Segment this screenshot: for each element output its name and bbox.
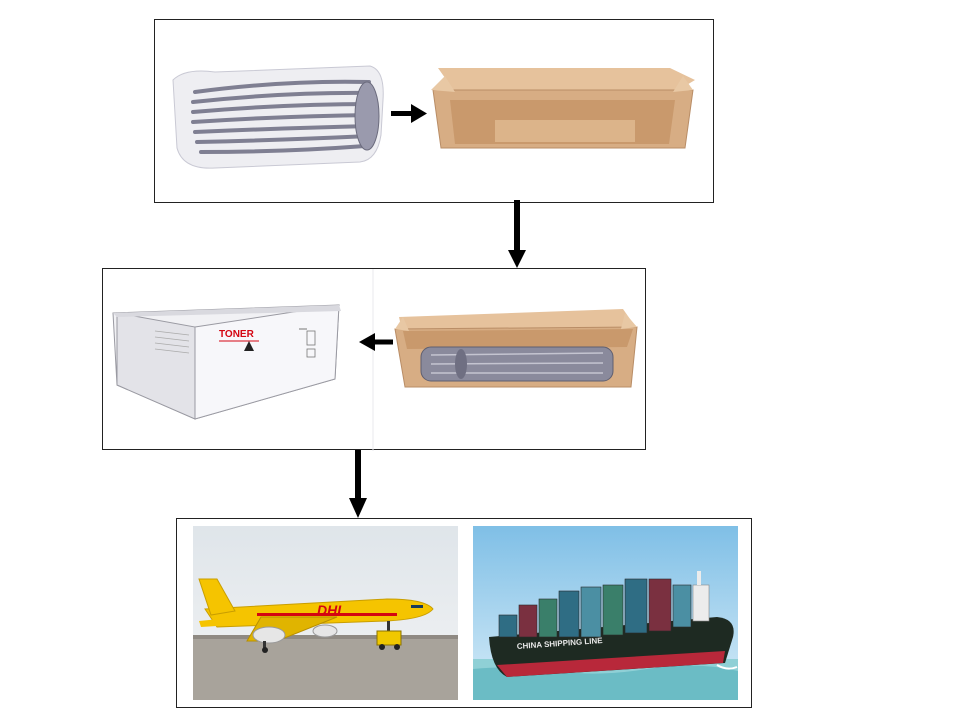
- container-ship: CHINA SHIPPING LINE: [473, 526, 738, 700]
- retail-toner-box: TONER: [112, 304, 341, 420]
- arrow-right-icon: [391, 104, 427, 123]
- stage-2-frame: TONER: [102, 268, 646, 451]
- dhl-cargo-plane: DHL: [193, 526, 458, 700]
- air-column-bag-cartridge: [172, 65, 384, 169]
- stage-1-frame: [154, 19, 714, 203]
- dhl-logo: DHL: [317, 602, 346, 618]
- arrow-down-icon: [349, 450, 367, 518]
- open-carton-box: [431, 68, 695, 149]
- bagged-cartridge-in-carton: [394, 309, 638, 388]
- arrow-down-icon: [508, 200, 526, 268]
- toner-box-label: TONER: [219, 329, 255, 340]
- stage-3-frame: DHL: [176, 518, 752, 708]
- arrow-left-icon: [359, 333, 393, 351]
